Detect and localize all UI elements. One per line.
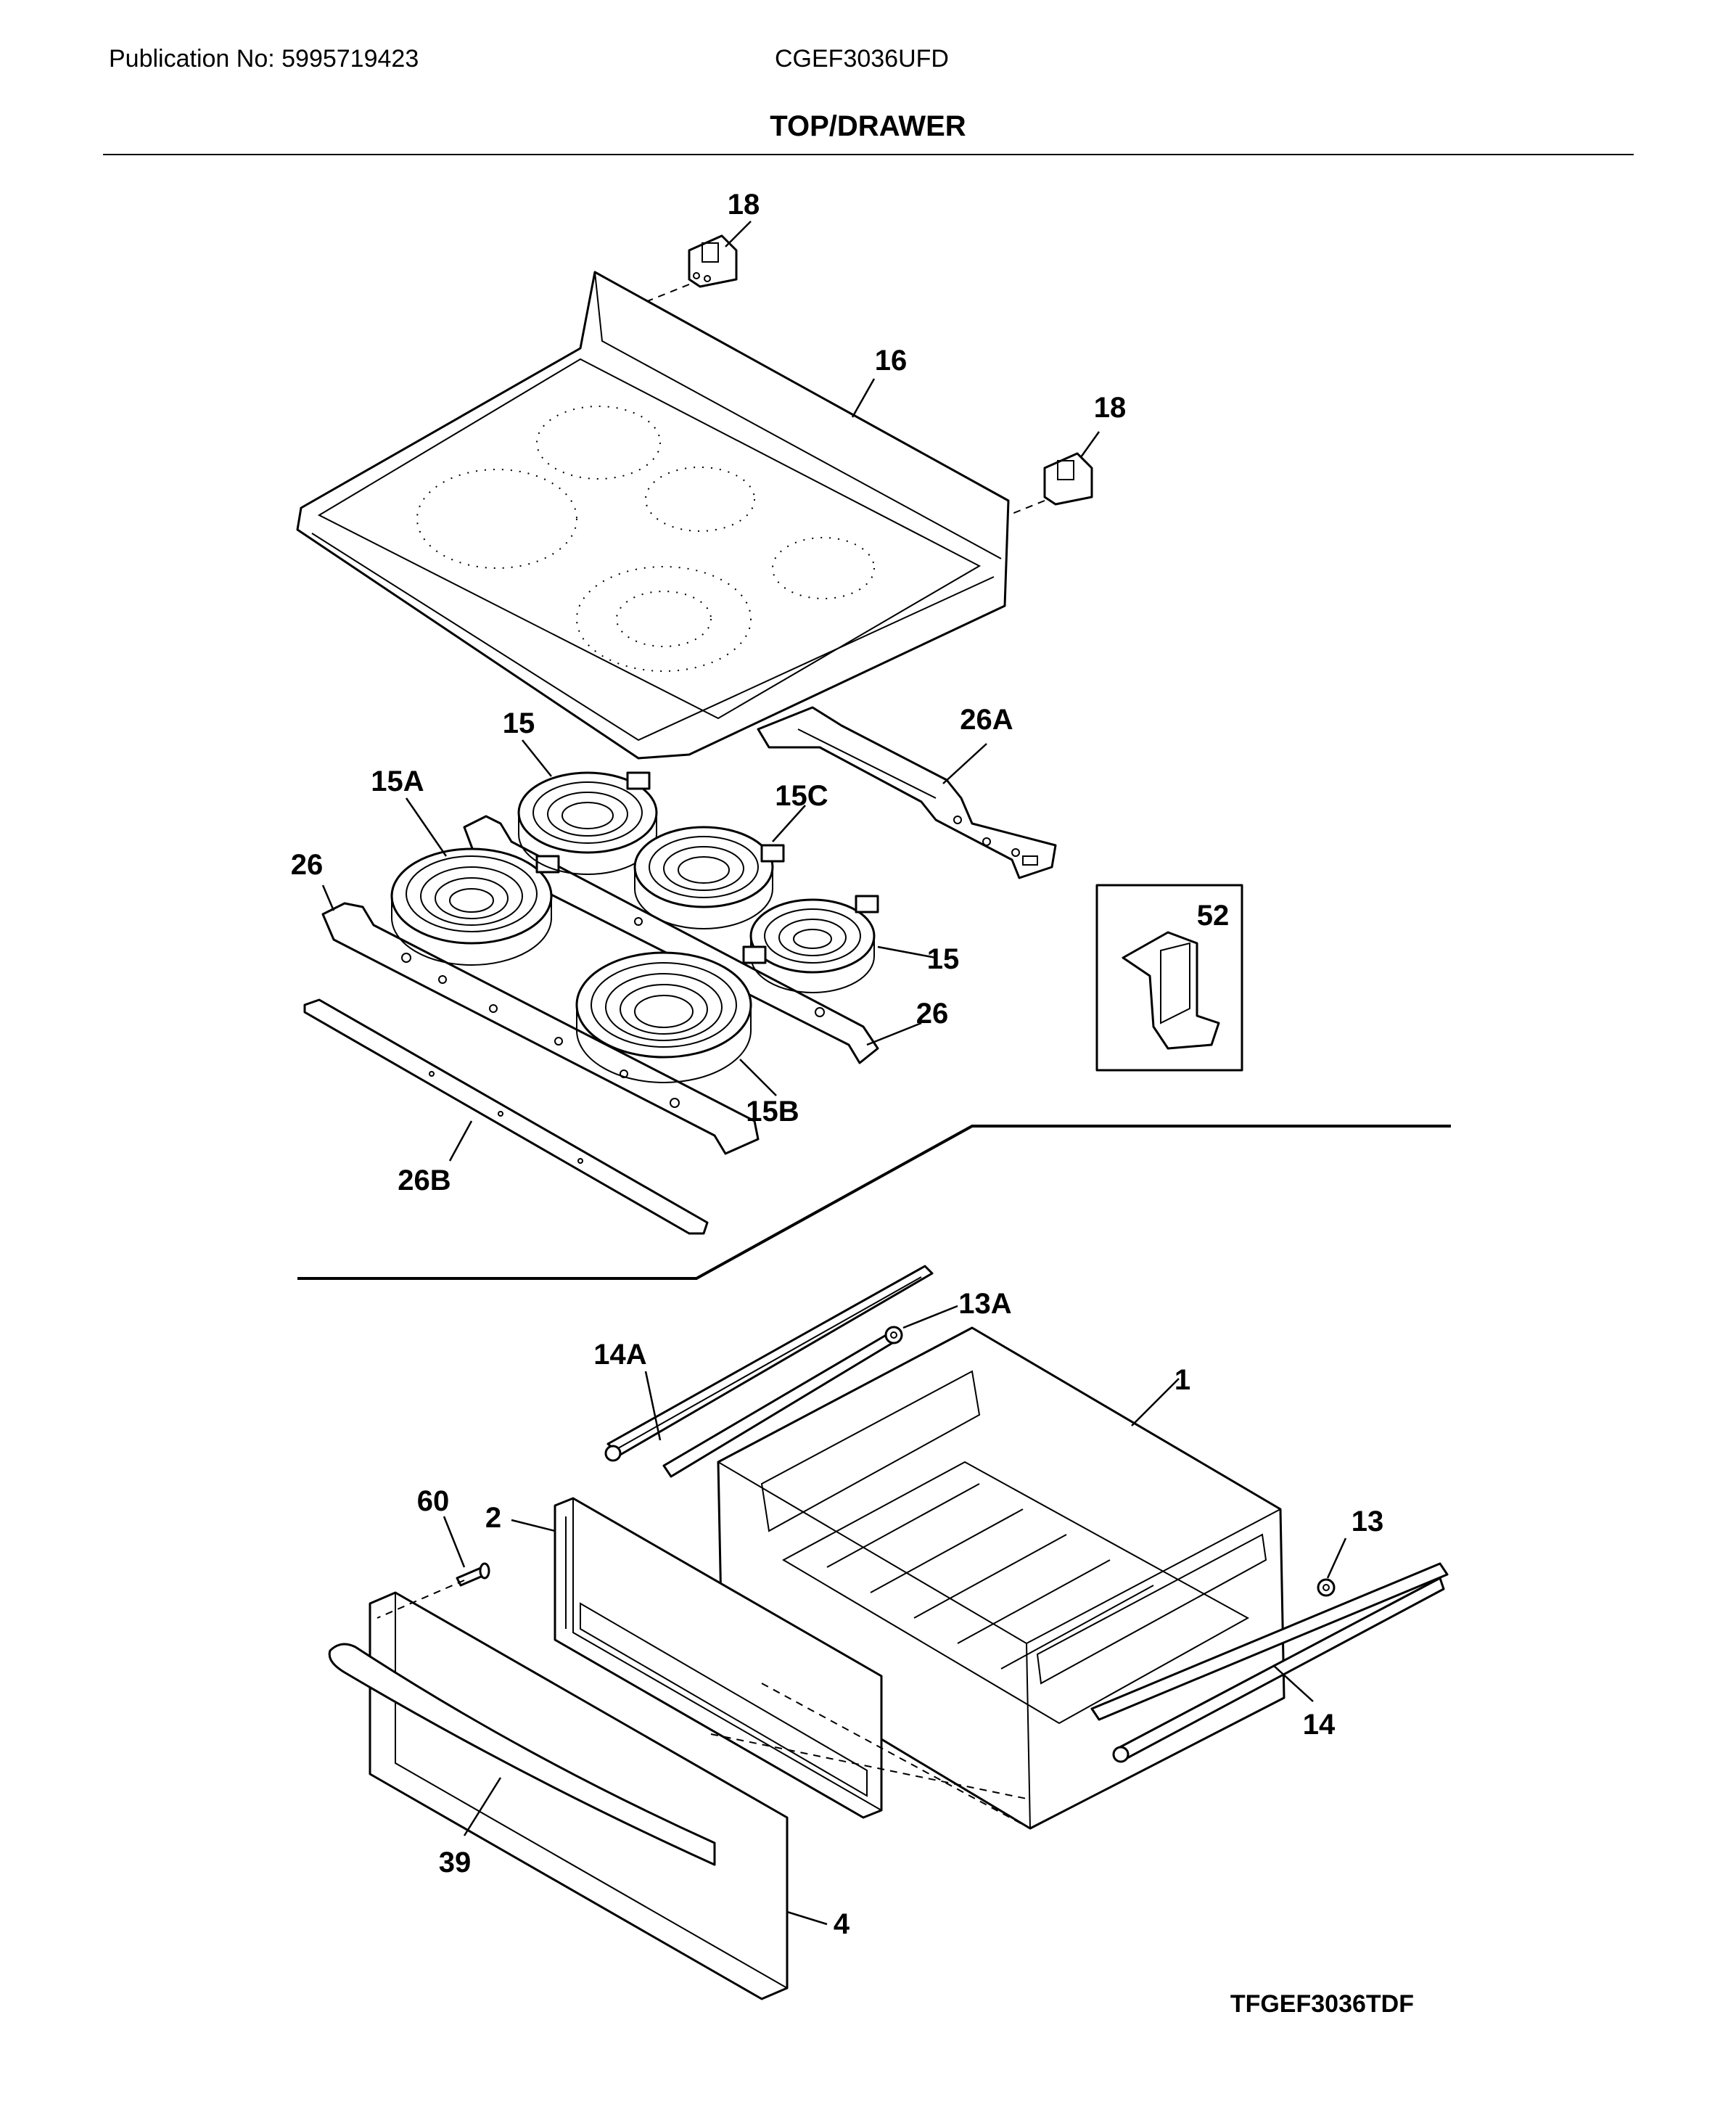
page-title: TOP/DRAWER	[770, 110, 966, 142]
label-39: 39	[439, 1847, 472, 1878]
support-bar-26-left	[321, 902, 760, 1155]
part-labels: 18 16 18 15 26A 15A 15C 26 52 15 26 15B …	[291, 189, 1384, 1940]
trim-strip-26b	[303, 998, 709, 1235]
bracket-18-right	[1004, 452, 1093, 517]
label-15-right: 15	[927, 943, 960, 975]
label-13: 13	[1352, 1506, 1384, 1537]
label-52: 52	[1197, 900, 1230, 932]
label-26b: 26B	[398, 1165, 451, 1196]
slide-roller-13a	[884, 1326, 903, 1344]
label-15a: 15A	[371, 765, 424, 797]
assembly-line	[377, 1580, 465, 1619]
label-1: 1	[1175, 1364, 1190, 1396]
diagram-code: TFGEF3036TDF	[1230, 1990, 1414, 2018]
part-52-inset	[1095, 884, 1243, 1072]
cooktop-16	[296, 271, 1010, 760]
support-bar-26-right	[463, 815, 879, 1064]
label-26-right: 26	[916, 998, 949, 1030]
handle-39	[328, 1643, 716, 1866]
element-15c	[633, 826, 785, 929]
label-18-top: 18	[728, 189, 760, 221]
inner-panel-2	[554, 1497, 883, 1819]
label-18-right: 18	[1094, 392, 1127, 424]
assembly-line	[761, 1683, 1031, 1829]
label-26-left: 26	[291, 849, 324, 881]
label-15c: 15C	[775, 780, 828, 812]
bracket-18-top	[638, 234, 738, 305]
section-separator-line	[297, 1125, 1451, 1280]
leader-lines	[321, 221, 1347, 1926]
label-2: 2	[485, 1502, 501, 1534]
label-15b: 15B	[746, 1096, 799, 1128]
label-4: 4	[834, 1908, 850, 1940]
slide-14	[1090, 1562, 1449, 1763]
slide-14a	[604, 1265, 934, 1478]
slide-roller-13	[1317, 1578, 1336, 1597]
publication-number: Publication No: 5995719423	[109, 45, 419, 73]
bracket-26a	[757, 706, 1057, 879]
element-15-right	[749, 895, 879, 993]
assembly-line	[710, 1733, 1031, 1800]
label-13a: 13A	[958, 1288, 1011, 1320]
model-number: CGEF3036UFD	[775, 45, 949, 73]
element-15-top	[517, 771, 658, 875]
label-15-top: 15	[503, 707, 535, 739]
label-26a: 26A	[960, 704, 1013, 736]
element-15b	[575, 945, 767, 1083]
label-14: 14	[1303, 1709, 1336, 1741]
header-rule	[103, 154, 1634, 155]
label-14a: 14A	[593, 1339, 646, 1371]
label-60: 60	[417, 1485, 450, 1517]
label-16: 16	[875, 345, 908, 377]
element-15a	[390, 847, 560, 966]
